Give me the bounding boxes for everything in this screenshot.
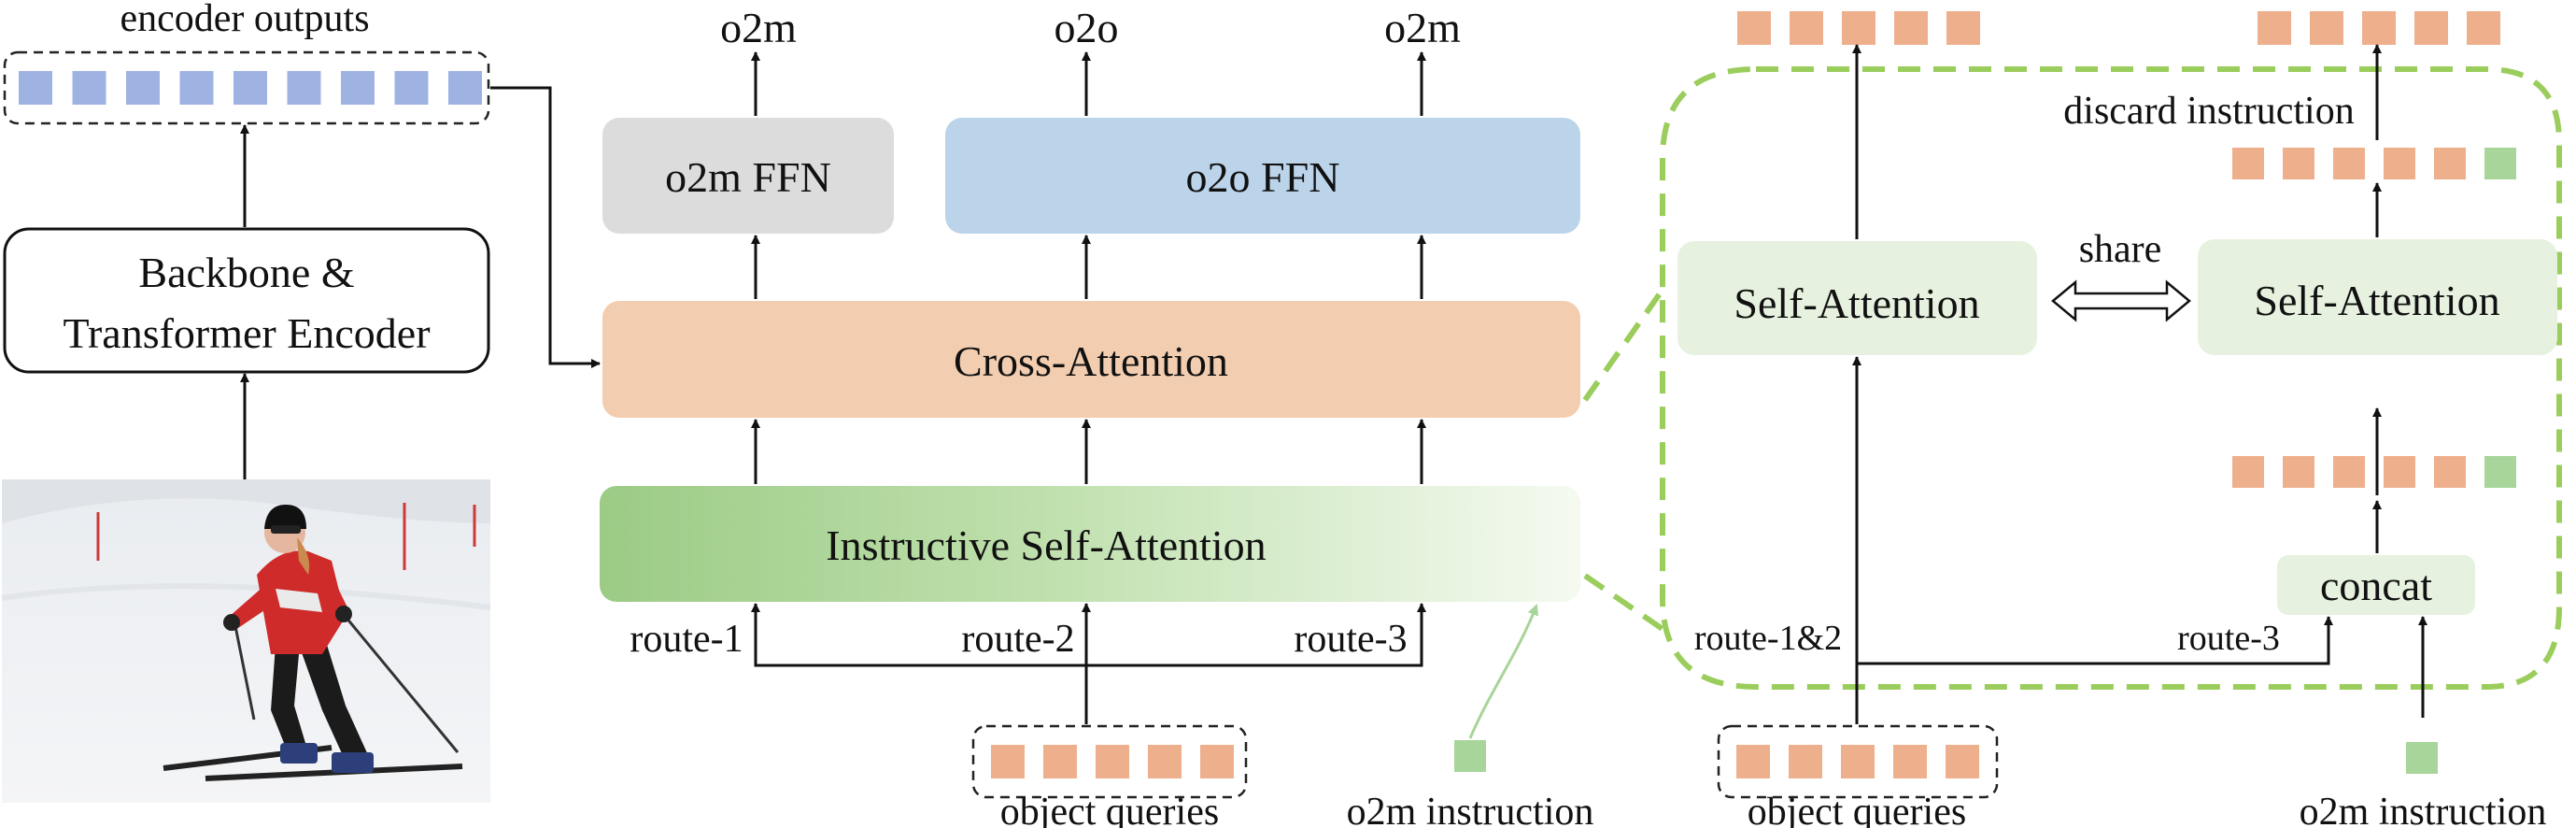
encoder-outputs-label: encoder outputs bbox=[120, 0, 369, 40]
attended-token-4 bbox=[2384, 148, 2415, 179]
discard-instruction-label: discard instruction bbox=[2063, 90, 2354, 133]
query-token-3 bbox=[1096, 745, 1129, 778]
right-output-token-2 bbox=[2310, 11, 2343, 45]
right-output-token-1 bbox=[2258, 11, 2291, 45]
concat-token-2 bbox=[2283, 456, 2314, 488]
left-output-token-1 bbox=[1737, 11, 1771, 45]
detail-query-token-3 bbox=[1841, 745, 1875, 778]
concat-token-4 bbox=[2384, 456, 2415, 488]
detail-query-token-1 bbox=[1736, 745, 1770, 778]
share-double-arrow bbox=[2051, 279, 2191, 322]
o2m-instruction-label: o2m instruction bbox=[1347, 791, 1594, 828]
query-token-1 bbox=[991, 745, 1025, 778]
query-token-5 bbox=[1200, 745, 1234, 778]
left-output-token-5 bbox=[1946, 11, 1980, 45]
self-attention-right-box bbox=[2198, 239, 2557, 355]
attended-token-3 bbox=[2333, 148, 2365, 179]
encoder-token-7 bbox=[341, 71, 375, 105]
attended-token-6 bbox=[2484, 148, 2516, 179]
detail-arrows bbox=[1852, 44, 2427, 724]
object-queries-box bbox=[971, 724, 1248, 799]
arrow-encoder-to-cross-attention bbox=[490, 86, 601, 368]
o2m-instruction-token bbox=[1454, 740, 1486, 772]
self-attention-left-box bbox=[1677, 241, 2037, 355]
encoder-token-9 bbox=[448, 71, 482, 105]
detail-o2m-instruction-token bbox=[2406, 742, 2438, 774]
concat-box bbox=[2277, 555, 2475, 615]
left-output-token-2 bbox=[1790, 11, 1823, 45]
backbone-box bbox=[3, 227, 490, 374]
detail-query-token-2 bbox=[1789, 745, 1822, 778]
encoder-token-1 bbox=[19, 71, 52, 105]
concat-token-3 bbox=[2333, 456, 2365, 488]
o2m-ffn-box bbox=[602, 118, 894, 234]
concat-label: concat bbox=[2320, 562, 2432, 609]
output-label-2: o2o bbox=[1054, 4, 1119, 51]
output-label-3: o2m bbox=[1384, 4, 1461, 51]
zoom-connectors bbox=[1582, 288, 1674, 638]
output-label-1: o2m bbox=[720, 4, 797, 51]
detail-attended-tokens bbox=[2232, 148, 2516, 179]
object-queries-label: object queries bbox=[1000, 791, 1219, 828]
encoder-outputs-box bbox=[3, 50, 490, 125]
attended-token-2 bbox=[2283, 148, 2314, 179]
encoder-token-4 bbox=[179, 71, 214, 105]
o2m-ffn-label: o2m FFN bbox=[665, 153, 831, 201]
detail-o2m-instruction-label: o2m instruction bbox=[2300, 791, 2547, 828]
attended-token-5 bbox=[2434, 148, 2466, 179]
cross-attention-box bbox=[602, 301, 1580, 418]
detail-output-tokens-left bbox=[1737, 11, 1980, 45]
attended-token-1 bbox=[2232, 148, 2264, 179]
right-output-token-5 bbox=[2467, 11, 2500, 45]
detail-query-token-4 bbox=[1893, 745, 1927, 778]
decoder-arrows bbox=[751, 51, 1426, 724]
cross-attention-label: Cross-Attention bbox=[954, 337, 1228, 385]
encoder-token-6 bbox=[287, 71, 321, 105]
self-attention-right-label: Self-Attention bbox=[2254, 277, 2499, 324]
right-output-token-3 bbox=[2362, 11, 2396, 45]
left-output-token-3 bbox=[1842, 11, 1875, 45]
detail-dashed-outline bbox=[1660, 66, 2562, 690]
encoder-token-8 bbox=[394, 71, 429, 105]
detail-concat-tokens bbox=[2232, 456, 2516, 488]
right-output-token-4 bbox=[2414, 11, 2448, 45]
object-query-tokens bbox=[991, 745, 1234, 778]
route-3-label: route-3 bbox=[1294, 618, 1407, 661]
encoder-token-3 bbox=[126, 71, 160, 105]
detail-query-token-5 bbox=[1946, 745, 1979, 778]
route-2-label: route-2 bbox=[961, 618, 1074, 661]
skier-photo bbox=[1, 479, 491, 803]
route-12-label: route-1&2 bbox=[1694, 619, 1842, 658]
backbone-label-line2: Transformer Encoder bbox=[63, 309, 430, 357]
left-output-token-4 bbox=[1894, 11, 1928, 45]
o2o-ffn-box bbox=[945, 118, 1580, 234]
instructive-self-attention-label: Instructive Self-Attention bbox=[826, 521, 1266, 569]
instructive-self-attention-box bbox=[600, 486, 1580, 602]
encoder-token-2 bbox=[72, 71, 106, 105]
detail-output-tokens-right bbox=[2258, 11, 2500, 45]
route-3-detail-label: route-3 bbox=[2177, 619, 2280, 658]
share-label: share bbox=[2079, 228, 2162, 271]
detail-object-queries-box bbox=[1717, 724, 1999, 799]
encoder-token-5 bbox=[234, 71, 267, 105]
route-1-label: route-1 bbox=[630, 618, 743, 661]
backbone-label-line1: Backbone & bbox=[138, 249, 354, 296]
encoder-output-tokens bbox=[19, 71, 482, 105]
query-token-4 bbox=[1148, 745, 1182, 778]
instruction-arrow bbox=[1468, 604, 1539, 739]
detail-object-queries-label: object queries bbox=[1748, 791, 1966, 828]
concat-token-5 bbox=[2434, 456, 2466, 488]
self-attention-left-label: Self-Attention bbox=[1734, 279, 1979, 327]
o2o-ffn-label: o2o FFN bbox=[1186, 153, 1340, 201]
concat-token-1 bbox=[2232, 456, 2264, 488]
detail-object-query-tokens bbox=[1736, 745, 1979, 778]
concat-token-6 bbox=[2484, 456, 2516, 488]
query-token-2 bbox=[1043, 745, 1077, 778]
